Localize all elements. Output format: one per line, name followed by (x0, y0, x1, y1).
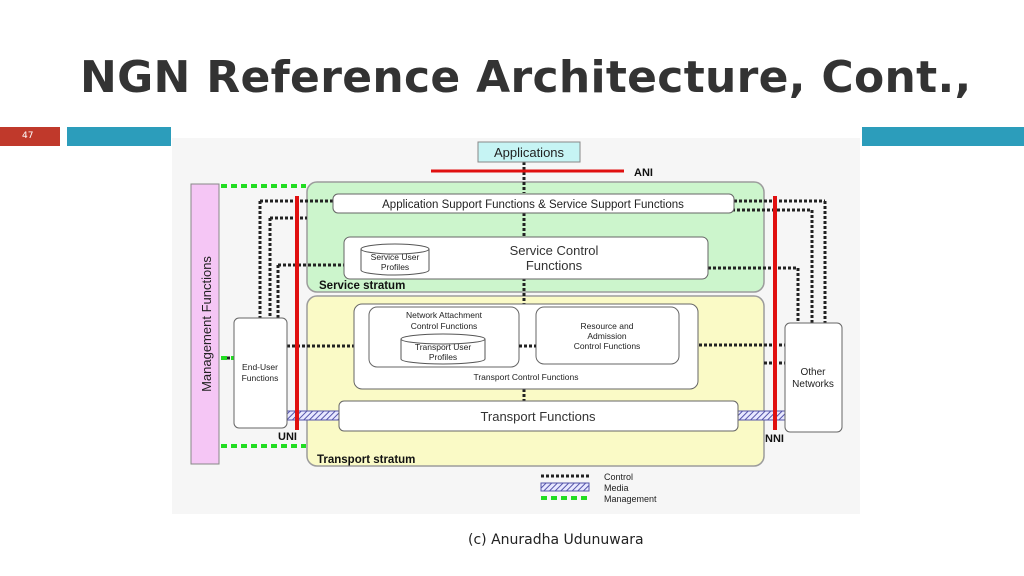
app-support-functions-box (332, 193, 735, 214)
legend: Control Media Management (540, 472, 657, 504)
other-networks-label-1: Other (800, 367, 826, 378)
legend-media-swatch (540, 482, 590, 492)
service-control-functions-label-1: Service Control (510, 243, 599, 258)
end-user-functions-label-2: Functions (242, 373, 279, 383)
management-functions-box (190, 183, 220, 465)
racf-box (535, 306, 680, 365)
media-path-left (286, 410, 340, 421)
accent-bar-left (67, 127, 171, 146)
legend-control-label: Control (604, 472, 633, 482)
ani-label: ANI (634, 167, 653, 179)
transport-functions-label: Transport Functions (480, 409, 596, 424)
racf-label-3: Control Functions (574, 341, 641, 351)
other-networks-box (784, 322, 843, 433)
applications-label: Applications (494, 145, 565, 160)
service-control-functions-box (343, 236, 709, 280)
service-user-profiles-db (360, 243, 430, 276)
slide-number: 47 (0, 127, 60, 146)
service-control-functions-label-2: Functions (526, 258, 583, 273)
transport-control-functions-label: Transport Control Functions (473, 372, 578, 382)
nacf-label-1: Network Attachment (406, 310, 483, 320)
legend-management-label: Management (604, 494, 657, 504)
management-functions-label: Management Functions (199, 256, 214, 392)
transport-stratum-label: Transport stratum (317, 454, 415, 466)
ngn-architecture-diagram: Management Functions Applications ANI Ap… (172, 138, 860, 514)
transport-user-profiles-db (400, 333, 486, 365)
transport-user-profiles-label-1: Transport User (415, 342, 472, 352)
nni-label: NNI (765, 433, 784, 445)
service-user-profiles-label-1: Service User (371, 252, 420, 262)
other-networks-label-2: Networks (792, 379, 834, 390)
media-path-right (737, 410, 786, 421)
uni-label: UNI (278, 431, 297, 443)
management-lines (221, 184, 306, 448)
transport-functions-box (338, 400, 739, 432)
footer-credit: (c) Anuradha Udunuwara (468, 532, 644, 548)
app-support-functions-label: Application Support Functions & Service … (382, 199, 684, 211)
racf-label-1: Resource and (581, 321, 634, 331)
legend-media-label: Media (604, 483, 629, 493)
transport-user-profiles-label-2: Profiles (429, 352, 457, 362)
applications-box (477, 141, 581, 163)
nacf-label-2: Control Functions (411, 321, 478, 331)
end-user-functions-label-1: End-User (242, 362, 278, 372)
slide-title: NGN Reference Architecture, Cont., (80, 52, 972, 103)
accent-bar-right (862, 127, 1024, 146)
service-user-profiles-label-2: Profiles (381, 262, 409, 272)
service-stratum-label: Service stratum (319, 280, 405, 292)
end-user-functions-box (233, 317, 288, 429)
racf-label-2: Admission (587, 331, 626, 341)
